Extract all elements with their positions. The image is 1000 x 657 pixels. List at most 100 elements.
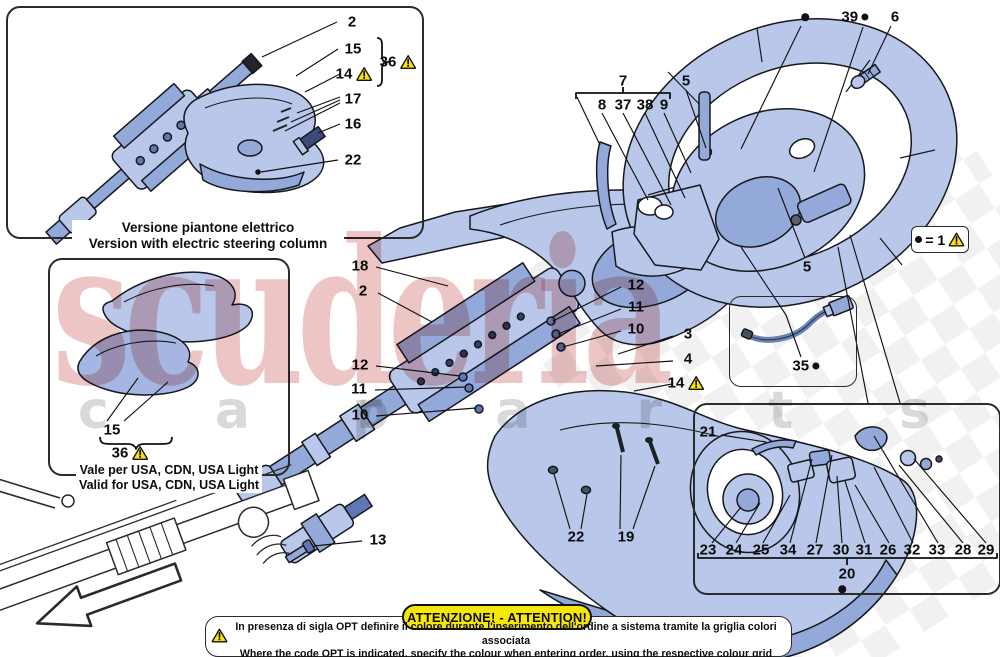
attention-title-pill: ATTENZIONE! - ATTENTION! [402,604,592,630]
callout-13: 13 [370,532,387,549]
callout-number: 13 [369,531,387,549]
callout-14: 14 [668,375,705,392]
callout-35: 35 [792,358,820,375]
callout-number: 30 [832,541,850,559]
callout-33: 33 [929,542,946,559]
callout-7: 7 [619,73,627,90]
callout-number: 27 [806,541,824,559]
caption-english: Version with electric steering column [88,236,328,251]
callout-4: 4 [684,351,692,368]
callout-14: 14 [336,66,373,83]
callout-12: 12 [352,357,369,374]
caption-italian: Versione piantone elettrico [121,220,295,235]
callout-number: 15 [103,421,121,439]
callout-number: 31 [855,541,873,559]
callout-number: 22 [567,528,585,546]
electric-version-caption: Versione piantone elettrico Version with… [72,220,344,252]
steering-wheel-drawing [595,18,958,308]
callout-number: 3 [683,325,693,343]
callout-5: 5 [682,73,690,90]
warning-icon [948,232,965,247]
callout-22: 22 [345,152,362,169]
callout-10: 10 [352,407,369,424]
callout-number: 37 [614,96,632,114]
attention-line-italian: In presenza di sigla OPT definire il col… [235,621,777,647]
callout-19: 19 [618,529,635,546]
callout-number: 10 [627,320,645,338]
callout-number: 32 [903,541,921,559]
callout-38: 38 [637,97,654,114]
callout-number: 6 [890,8,900,26]
callout-25: 25 [753,542,770,559]
callout-number: 17 [344,90,362,108]
callout-number: 33 [928,541,946,559]
quantity-bullet-icon [861,13,869,21]
caption-english: Valid for USA, CDN, USA Light [78,478,260,492]
callout-number: 8 [597,96,607,114]
callout-36: 36 [112,445,149,462]
quantity-bullet-icon [838,585,846,593]
callout-6: 6 [891,9,899,26]
callout-number: 12 [351,356,369,374]
warning-icon [131,446,148,461]
leader-lines [106,21,987,547]
callout-number: 24 [725,541,743,559]
callout-number: 14 [335,65,353,83]
callout-2: 2 [348,14,356,31]
callout-number: 14 [667,374,685,392]
callout-26: 26 [880,542,897,559]
callout-39: 39 [841,9,869,26]
callout-bullet [801,13,809,21]
callout-number: 5 [681,72,691,90]
steering-rack-drawing [0,464,320,628]
callout-number: 12 [627,276,645,294]
callout-2: 2 [359,283,367,300]
callout-3: 3 [684,326,692,343]
warning-icon [211,628,228,643]
callout-9: 9 [660,97,668,114]
callout-number: 19 [617,528,635,546]
callout-22: 22 [568,529,585,546]
callout-number: 15 [344,40,362,58]
callout-number: 2 [358,282,368,300]
callout-number: 34 [779,541,797,559]
callout-24: 24 [726,542,743,559]
callout-number: 29 [977,541,995,559]
usa-covers-drawing [77,271,253,396]
callout-number: 21 [699,423,717,441]
callout-31: 31 [856,542,873,559]
callout-32: 32 [904,542,921,559]
callout-number: 11 [351,380,367,398]
callout-number: 9 [659,96,669,114]
warning-icon [355,67,372,82]
callout-number: 2 [347,13,357,31]
callout-number: 25 [752,541,770,559]
usa-version-inset-box [48,258,290,476]
callout-number: 23 [699,541,717,559]
callout-number: 7 [618,72,628,90]
callout-30: 30 [833,542,850,559]
callout-number: 5 [802,258,812,276]
callout-28: 28 [955,542,972,559]
legend-box: = 1 [911,226,969,253]
callout-number: 18 [351,257,369,275]
callout-15: 15 [345,41,362,58]
quantity-bullet-icon [801,13,809,21]
callout-5: 5 [803,259,811,276]
usa-version-caption: Vale per USA, CDN, USA Light Valid for U… [76,463,262,493]
legend-bullet-icon [914,235,923,244]
callout-27: 27 [807,542,824,559]
attention-line-english: Where the code OPT is indicated, specify… [239,648,773,657]
callout-number: 22 [344,151,362,169]
warning-icon [399,55,416,70]
callout-number: 16 [344,115,362,133]
callout-34: 34 [780,542,797,559]
callout-23: 23 [700,542,717,559]
callout-15: 15 [104,422,121,439]
callout-17: 17 [345,91,362,108]
callout-11: 11 [628,299,644,316]
caption-italian: Vale per USA, CDN, USA Light [79,463,259,477]
callout-number: 38 [636,96,654,114]
